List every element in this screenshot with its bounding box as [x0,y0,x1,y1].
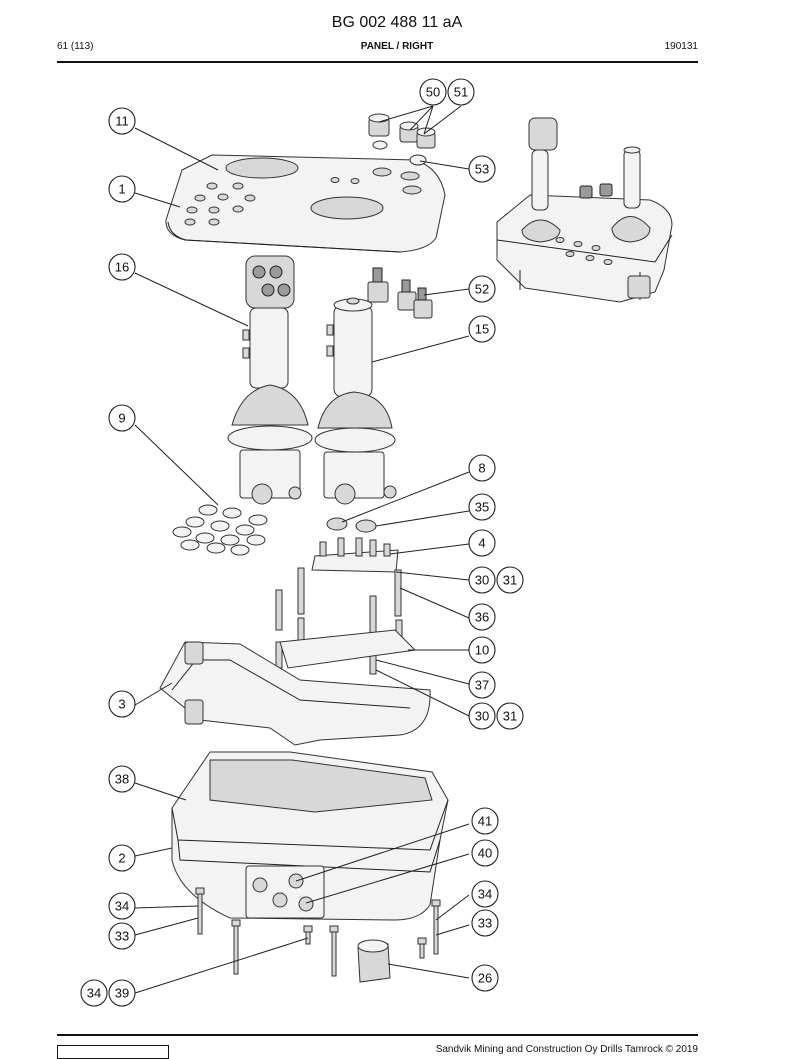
callout-bubble: 34 [108,892,136,920]
document-title: BG 002 488 11 aA [331,14,463,31]
svg-text:52: 52 [475,282,489,297]
callout-bubble: 30 [468,702,496,730]
blanking-plugs [172,504,268,556]
svg-text:2: 2 [118,851,125,866]
callout-bubble: 52 [468,275,496,303]
section-title: PANEL / RIGHT [360,41,434,52]
callout-bubble: 2 [108,844,136,872]
callout-bubble: 31 [496,566,524,594]
callout-bubble: 11 [108,107,136,135]
svg-text:8: 8 [478,461,485,476]
footer-rule [57,1034,698,1036]
callout-bubble: 36 [468,603,496,631]
svg-text:41: 41 [478,814,492,829]
callout-bubble: 8 [468,454,496,482]
callout-bubble: 53 [468,155,496,183]
callout-bubble: 33 [471,909,499,937]
joystick-left [227,255,313,505]
callout-bubble: 33 [108,922,136,950]
spacers [275,567,403,675]
circuit-board-upper [311,537,399,573]
svg-text:26: 26 [478,971,492,986]
page-number: 61 (113) [57,41,94,52]
callout-bubble: 39 [108,979,136,1007]
rotary-knobs [368,113,436,166]
svg-text:35: 35 [475,500,489,515]
svg-text:31: 31 [503,573,517,588]
callout-bubble: 26 [471,964,499,992]
screws [195,887,441,977]
svg-text:38: 38 [115,772,129,787]
cable-grommet [357,939,391,983]
assembled-panel-view [496,117,673,303]
callout-bubble: 4 [468,529,496,557]
mounting-frame [159,641,431,746]
svg-text:36: 36 [475,610,489,625]
header-rule [57,61,698,63]
callout-bubble: 15 [468,315,496,343]
svg-text:53: 53 [475,162,489,177]
svg-text:1: 1 [118,182,125,197]
callout-bubble: 1 [108,175,136,203]
svg-text:34: 34 [115,899,129,914]
svg-text:51: 51 [454,85,468,100]
svg-text:11: 11 [115,114,129,129]
svg-text:37: 37 [475,678,489,693]
top-panel-plate [165,154,446,253]
leader-lines [134,105,470,994]
callout-bubble: 9 [108,404,136,432]
svg-text:34: 34 [87,986,101,1001]
date-code: 190131 [664,41,698,52]
svg-text:16: 16 [115,260,129,275]
callout-bubble: 31 [496,702,524,730]
copyright-notice: Sandvik Mining and Construction Oy Drill… [435,1044,698,1055]
svg-text:4: 4 [478,536,485,551]
svg-text:15: 15 [475,322,489,337]
svg-text:30: 30 [475,709,489,724]
toggle-switches [367,267,433,319]
svg-text:31: 31 [503,709,517,724]
callout-bubble: 16 [108,253,136,281]
svg-text:33: 33 [115,929,129,944]
callout-bubble: 34 [471,880,499,908]
nuts [326,517,377,533]
callout-bubble: 51 [447,78,475,106]
callout-bubble: 35 [468,493,496,521]
callout-bubble: 30 [468,566,496,594]
svg-text:50: 50 [426,85,440,100]
housing [171,751,449,921]
company-logo [57,1045,169,1059]
callout-bubble: 34 [80,979,108,1007]
svg-text:34: 34 [478,887,492,902]
callout-bubble: 38 [108,765,136,793]
svg-text:9: 9 [118,411,125,426]
callout-bubble: 3 [108,690,136,718]
callout-bubble: 37 [468,671,496,699]
callout-bubble: 41 [471,807,499,835]
callout-bubble: 50 [419,78,447,106]
callout-bubble: 40 [471,839,499,867]
svg-text:39: 39 [115,986,129,1001]
svg-text:10: 10 [475,643,489,658]
svg-text:3: 3 [118,697,125,712]
svg-text:40: 40 [478,846,492,861]
svg-text:33: 33 [478,916,492,931]
callout-bubble: 10 [468,636,496,664]
joystick-right [314,297,397,505]
svg-text:30: 30 [475,573,489,588]
